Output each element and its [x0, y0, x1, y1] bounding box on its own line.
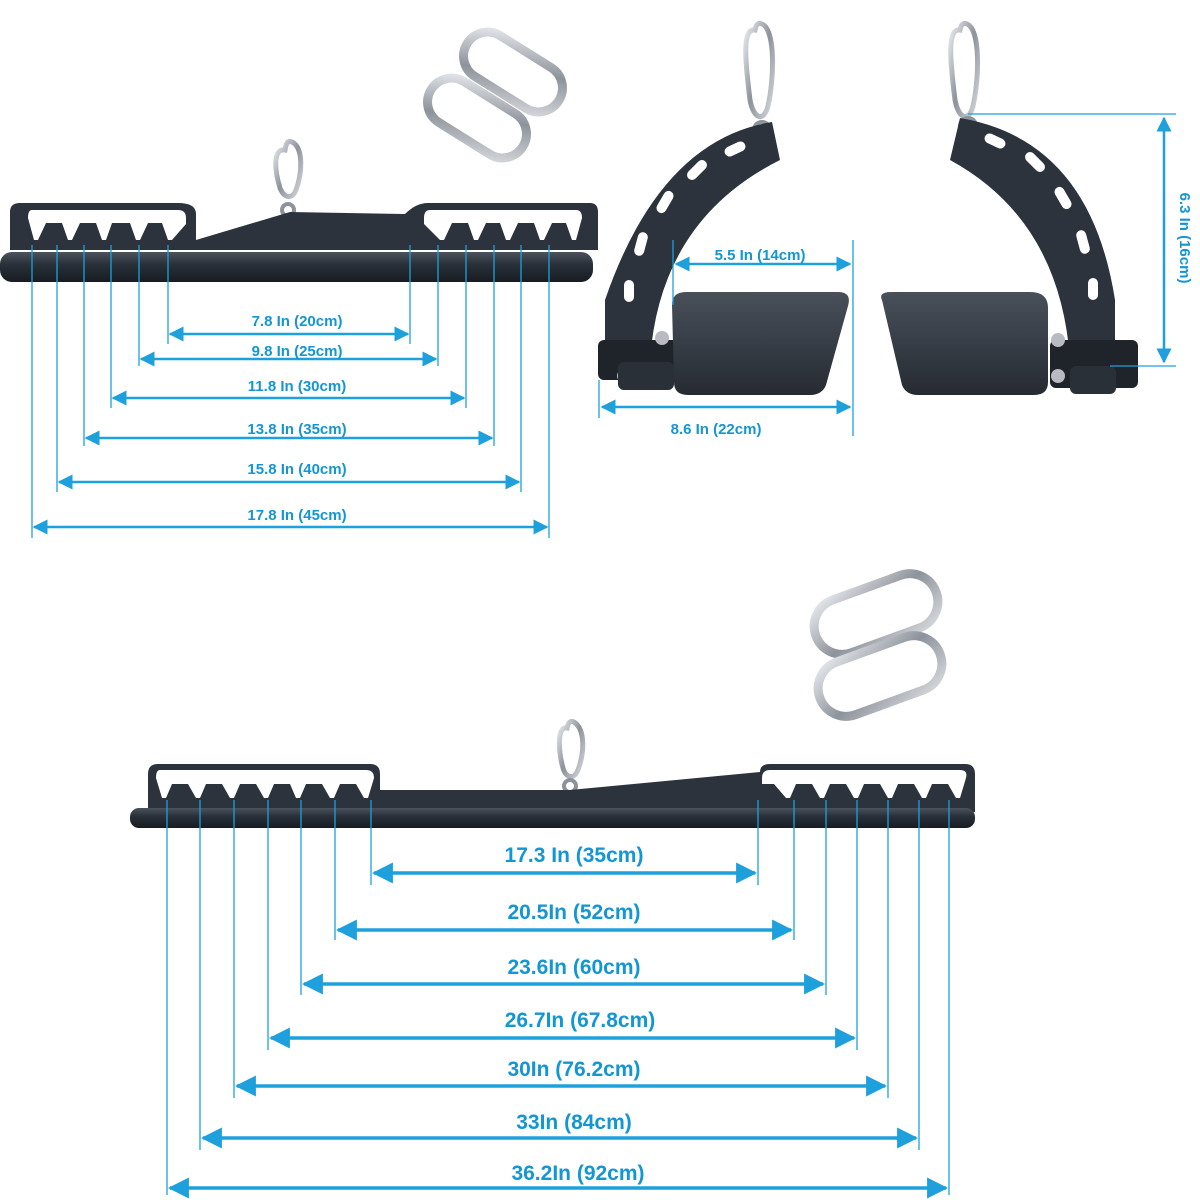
bottom-bar-guides [166, 800, 950, 1195]
dim-label-top-2: 9.8 In (25cm) [252, 343, 343, 360]
dim-label-top-6: 17.8 In (45cm) [247, 507, 346, 524]
bottom-bar-arrows [167, 862, 949, 1199]
dim-label-top-5: 15.8 In (40cm) [247, 461, 346, 478]
bottom-lat-bar [130, 718, 975, 828]
dim-label-bottom-3: 23.6In (60cm) [507, 956, 640, 979]
dim-label-top-4: 13.8 In (35cm) [247, 421, 346, 438]
carabiner-icon [556, 718, 586, 794]
carabiner-icon [273, 138, 304, 218]
dim-label-handle-outer: 8.6 In (22cm) [671, 421, 762, 438]
dim-label-top-1: 7.8 In (20cm) [252, 313, 343, 330]
bottom-bar-labels: 17.3 In (35cm) 20.5In (52cm) 23.6In (60c… [505, 844, 656, 1185]
handle-dimensions [598, 113, 1176, 436]
dim-label-handle-height: 6.3 In (16cm) [1176, 193, 1193, 284]
dim-label-bottom-4: 26.7In (67.8cm) [505, 1009, 656, 1032]
top-bar-arrows [32, 326, 549, 535]
dim-label-bottom-6: 33In (84cm) [516, 1111, 632, 1134]
snap-link-icon [809, 569, 947, 721]
handle-icon [598, 20, 1138, 395]
dim-label-handle-inner: 5.5 In (14cm) [715, 247, 806, 264]
handle-arrows [600, 116, 1172, 415]
top-bar-guides [31, 245, 550, 538]
dim-label-bottom-7: 36.2In (92cm) [511, 1162, 644, 1185]
top-lat-bar [0, 138, 598, 282]
dim-label-top-3: 11.8 In (30cm) [248, 378, 346, 395]
dim-label-bottom-1: 17.3 In (35cm) [505, 844, 644, 867]
snap-link-icon [423, 27, 567, 163]
dim-label-bottom-2: 20.5In (52cm) [507, 901, 640, 924]
dim-label-bottom-5: 30In (76.2cm) [507, 1058, 640, 1081]
top-bar-labels: 7.8 In (20cm) 9.8 In (25cm) 11.8 In (30c… [247, 313, 346, 524]
